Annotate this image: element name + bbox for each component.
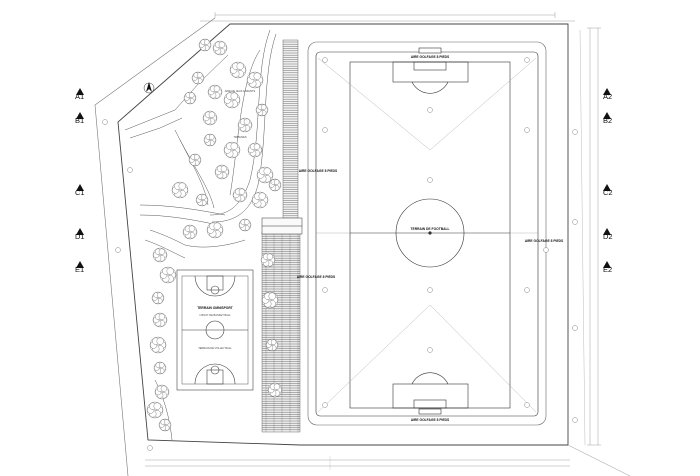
tree-icon: [223, 141, 241, 159]
tree-icon: [182, 224, 198, 240]
plan-labels: TERRAIN DE FOOTBALL AIRE GOLFAGE 8 PIEDS…: [197, 55, 564, 422]
north-arrow-icon: [143, 82, 155, 94]
goal-area-mid-top-label: AIRE GOLFAGE 8 PIEDS: [299, 169, 338, 173]
bleachers-upper: [282, 39, 299, 226]
tree-icon: [158, 418, 172, 432]
section-label-e2: E2: [603, 265, 612, 274]
section-mark-c1: C1: [75, 184, 85, 197]
survey-markers: [102, 57, 578, 451]
tree-icon: [203, 133, 217, 147]
building: [261, 217, 303, 235]
volleyball-label: TERRAIN DE VOLLEY BALL: [198, 346, 232, 350]
section-mark-a1: A1: [75, 88, 84, 101]
tree-icon: [223, 91, 241, 109]
tree-icon: [255, 103, 269, 117]
goal-area-top-label: AIRE GOLFAGE 8 PIEDS: [411, 55, 450, 59]
tree-icon: [171, 181, 189, 199]
omnisport-label: TERRAIN OMNISPORT: [197, 306, 233, 310]
tree-icon: [238, 218, 252, 232]
section-mark-a2: A2: [603, 88, 612, 101]
section-mark-b2: B2: [603, 112, 612, 125]
section-markers-left: A1 B1 C1 D1 E1: [75, 88, 85, 274]
tree-icon: [207, 84, 223, 100]
tree-icon: [265, 338, 279, 352]
tree-icon: [256, 166, 274, 184]
section-label-d1: D1: [75, 232, 85, 241]
tree-icon: [268, 178, 282, 192]
goal-area-bottom-label: AIRE GOLFAGE 8 PIEDS: [411, 418, 450, 422]
tree-icon: [251, 191, 269, 209]
tree-icon: [212, 40, 228, 56]
omnisport-court: [176, 269, 254, 391]
tree-icon: [261, 291, 279, 309]
tree-icon: [267, 382, 283, 398]
football-field-label: TERRAIN DE FOOTBALL: [410, 227, 449, 231]
tree-icon: [206, 221, 224, 239]
tree-icon: [151, 291, 165, 305]
section-mark-e1: E1: [75, 261, 84, 274]
section-mark-d1: D1: [75, 228, 85, 241]
tree-icon: [232, 187, 248, 203]
tree-icon: [159, 266, 177, 284]
tree-icon: [152, 247, 168, 263]
section-label-c2: C2: [603, 188, 613, 197]
section-label-d2: D2: [603, 232, 613, 241]
tree-icon: [188, 153, 202, 167]
tree-icon: [183, 91, 197, 105]
section-label-a2: A2: [603, 92, 612, 101]
site-boundary: [94, 17, 631, 476]
tree-icon: [214, 164, 230, 180]
section-mark-c2: C2: [603, 184, 613, 197]
tree-icon: [246, 71, 264, 89]
tree-icon: [229, 61, 247, 79]
tree-icon: [198, 38, 212, 52]
tree-icon: [202, 110, 218, 126]
tree-icon: [260, 252, 276, 268]
bleachers-lower: [261, 231, 301, 433]
section-mark-b1: B1: [75, 112, 84, 125]
dimension-lines: [145, 12, 601, 470]
seating-label: TRIBUNES: [233, 135, 246, 139]
tree-icon: [154, 384, 170, 400]
tree-icon: [195, 193, 209, 207]
section-mark-e2: E2: [603, 261, 612, 274]
section-label-e1: E1: [75, 265, 84, 274]
tree-icon: [237, 117, 253, 133]
section-label-a1: A1: [75, 92, 84, 101]
tree-icon: [149, 336, 167, 354]
trees: [146, 38, 283, 432]
tree-icon: [153, 361, 167, 375]
tree-icon: [191, 71, 205, 85]
section-mark-d2: D2: [603, 228, 613, 241]
play-area-label: AIRE DE JEUX ENFANTS: [225, 89, 256, 93]
goal-area-mid-bottom-label: AIRE GOLFAGE 8 PIEDS: [297, 275, 336, 279]
tree-icon: [152, 312, 168, 328]
goal-area-right-label: AIRE GOLFAGE 8 PIEDS: [525, 239, 564, 243]
section-label-b2: B2: [603, 116, 612, 125]
section-label-c1: C1: [75, 188, 85, 197]
tree-icon: [146, 401, 164, 419]
omnisport-sub-label: 1 BOUT DE BASKET BALL: [199, 313, 231, 317]
tree-icon: [247, 142, 263, 158]
football-field: [307, 41, 547, 426]
section-label-b1: B1: [75, 116, 84, 125]
section-markers-right: A2 B2 C2 D2 E2: [603, 88, 613, 274]
